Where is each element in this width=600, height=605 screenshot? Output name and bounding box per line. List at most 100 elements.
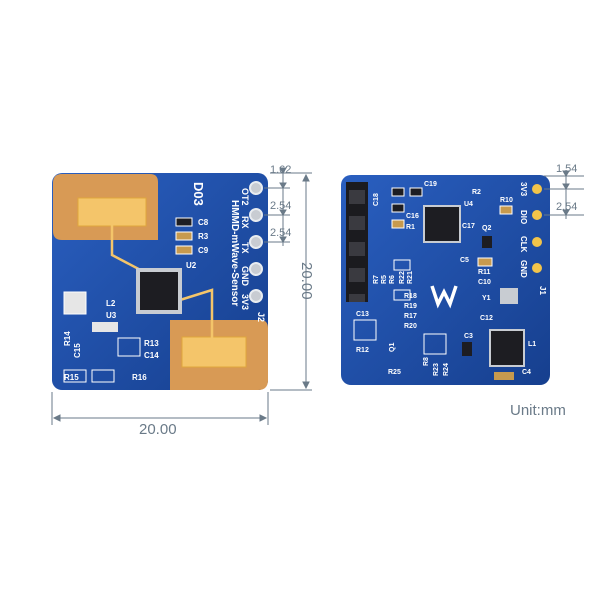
back-ref-c16: C16	[406, 213, 419, 220]
front-dimensions	[51, 167, 312, 425]
feed-line-bottom	[179, 288, 214, 348]
back-comp-r7	[393, 259, 411, 271]
back-pin-label-3: CLK	[519, 236, 528, 253]
front-ref-r16: R16	[132, 373, 147, 382]
back-pin-2	[532, 210, 542, 220]
radar-chip	[140, 272, 178, 310]
back-pitch-dimension: 2.54	[556, 201, 577, 213]
front-header-label: J2	[256, 312, 266, 322]
front-ref-r14: R14	[63, 331, 72, 346]
front-pin-label-5: 3V3	[240, 294, 250, 310]
back-ref-r2: R2	[472, 189, 481, 196]
back-crystal-y1	[500, 288, 518, 304]
front-pin-label-3: TX	[240, 242, 250, 254]
logo-mark	[430, 285, 458, 309]
back-header-label: J1	[538, 286, 547, 295]
back-comp-r8-pad	[423, 333, 447, 355]
back-ref-r6: R6	[389, 275, 396, 284]
back-ref-r7: R7	[373, 275, 380, 284]
back-ref-r23: R23	[433, 363, 440, 376]
header-pin-3	[349, 242, 365, 256]
back-ref-q1: Q1	[389, 343, 396, 352]
back-comp-1	[391, 187, 405, 197]
back-ref-r21: R21	[407, 271, 414, 284]
back-comp-4	[391, 219, 405, 229]
back-ref-u4: U4	[464, 201, 473, 208]
front-pin-4	[249, 262, 263, 276]
back-ref-q2: Q2	[482, 225, 491, 232]
front-pitch-dimension-2: 2.54	[270, 227, 291, 239]
back-ref-c17: C17	[462, 223, 475, 230]
front-ref-r15: R15	[64, 373, 79, 382]
back-pin-offset-dimension: 1.54	[556, 163, 577, 175]
front-ref-u3: U3	[106, 311, 117, 320]
back-ref-c18: C18	[373, 193, 380, 206]
header-pin-2	[349, 216, 365, 230]
antenna-patch-bottom	[181, 336, 247, 368]
back-ref-r22: R22	[399, 271, 406, 284]
front-ref-l2: L2	[106, 299, 116, 308]
back-comp-3	[391, 203, 405, 213]
back-comp-2	[409, 187, 423, 197]
front-pin-arrows	[279, 167, 287, 243]
front-header	[249, 181, 263, 303]
back-pin-label-4: GND	[519, 260, 528, 278]
front-pin-offset-dimension: 1.62	[270, 164, 291, 176]
back-ref-c4: C4	[522, 369, 531, 376]
front-pin-2	[249, 208, 263, 222]
back-header-pins	[346, 182, 368, 302]
front-pin-label-2: RX	[240, 216, 250, 229]
back-ref-r19: R19	[404, 303, 417, 310]
back-pin-label-2: DIO	[519, 210, 528, 224]
back-header	[532, 184, 542, 273]
height-arrows	[302, 173, 310, 390]
component-r3	[175, 231, 193, 241]
component-c8	[175, 217, 193, 227]
front-ref-c9: C9	[198, 246, 209, 255]
back-ref-c12: C12	[480, 315, 493, 322]
back-ref-r8: R8	[423, 357, 430, 366]
component-c9	[175, 245, 193, 255]
back-ref-r17: R17	[404, 313, 417, 320]
front-pin-label-4: GND	[240, 266, 250, 287]
header-pin-4	[349, 268, 365, 282]
component-r16-pad	[91, 369, 115, 383]
front-ref-c8: C8	[198, 218, 209, 227]
back-ref-c10: C10	[478, 279, 491, 286]
back-comp-r10	[499, 205, 513, 215]
back-pin-3	[532, 237, 542, 247]
back-comp-c3	[462, 342, 472, 356]
front-pin-5	[249, 289, 263, 303]
back-board: 3V3 DIO CLK GND J1 R2 C18 C19 C16 C17 R1…	[341, 175, 550, 385]
back-ref-c13: C13	[356, 311, 369, 318]
back-comp-c13	[353, 319, 377, 341]
component-l2	[63, 291, 87, 315]
back-ref-r11: R11	[478, 269, 491, 276]
front-rev-label: D03	[191, 182, 206, 206]
unit-label: Unit:mm	[510, 402, 566, 419]
width-arrows	[52, 414, 268, 422]
back-comp-c5	[477, 257, 493, 267]
back-ref-r20: R20	[404, 323, 417, 330]
header-pin-5	[349, 294, 365, 302]
height-dimension: 20.00	[298, 262, 315, 300]
back-dimensions	[544, 170, 584, 219]
back-ref-c19: C19	[424, 181, 437, 188]
front-ref-c14: C14	[144, 351, 159, 360]
back-ref-l1: L1	[528, 341, 536, 348]
component-r15	[63, 369, 87, 383]
back-ref-y1: Y1	[482, 295, 491, 302]
back-comp-q2	[482, 236, 492, 248]
back-pin-4	[532, 263, 542, 273]
back-ref-r1: R1	[406, 224, 415, 231]
front-product-label: HMMD-mWave-Sensor	[229, 200, 240, 306]
front-pitch-dimension-1: 2.54	[270, 200, 291, 212]
front-pin-1	[249, 181, 263, 195]
back-ref-c3: C3	[464, 333, 473, 340]
front-board: HMMD-mWave-Sensor D03 OT2 RX TX GND 3V3 …	[52, 173, 268, 390]
width-dimension: 20.00	[139, 421, 177, 438]
front-ref-u2: U2	[186, 261, 197, 270]
back-inductor-l1	[489, 329, 525, 367]
